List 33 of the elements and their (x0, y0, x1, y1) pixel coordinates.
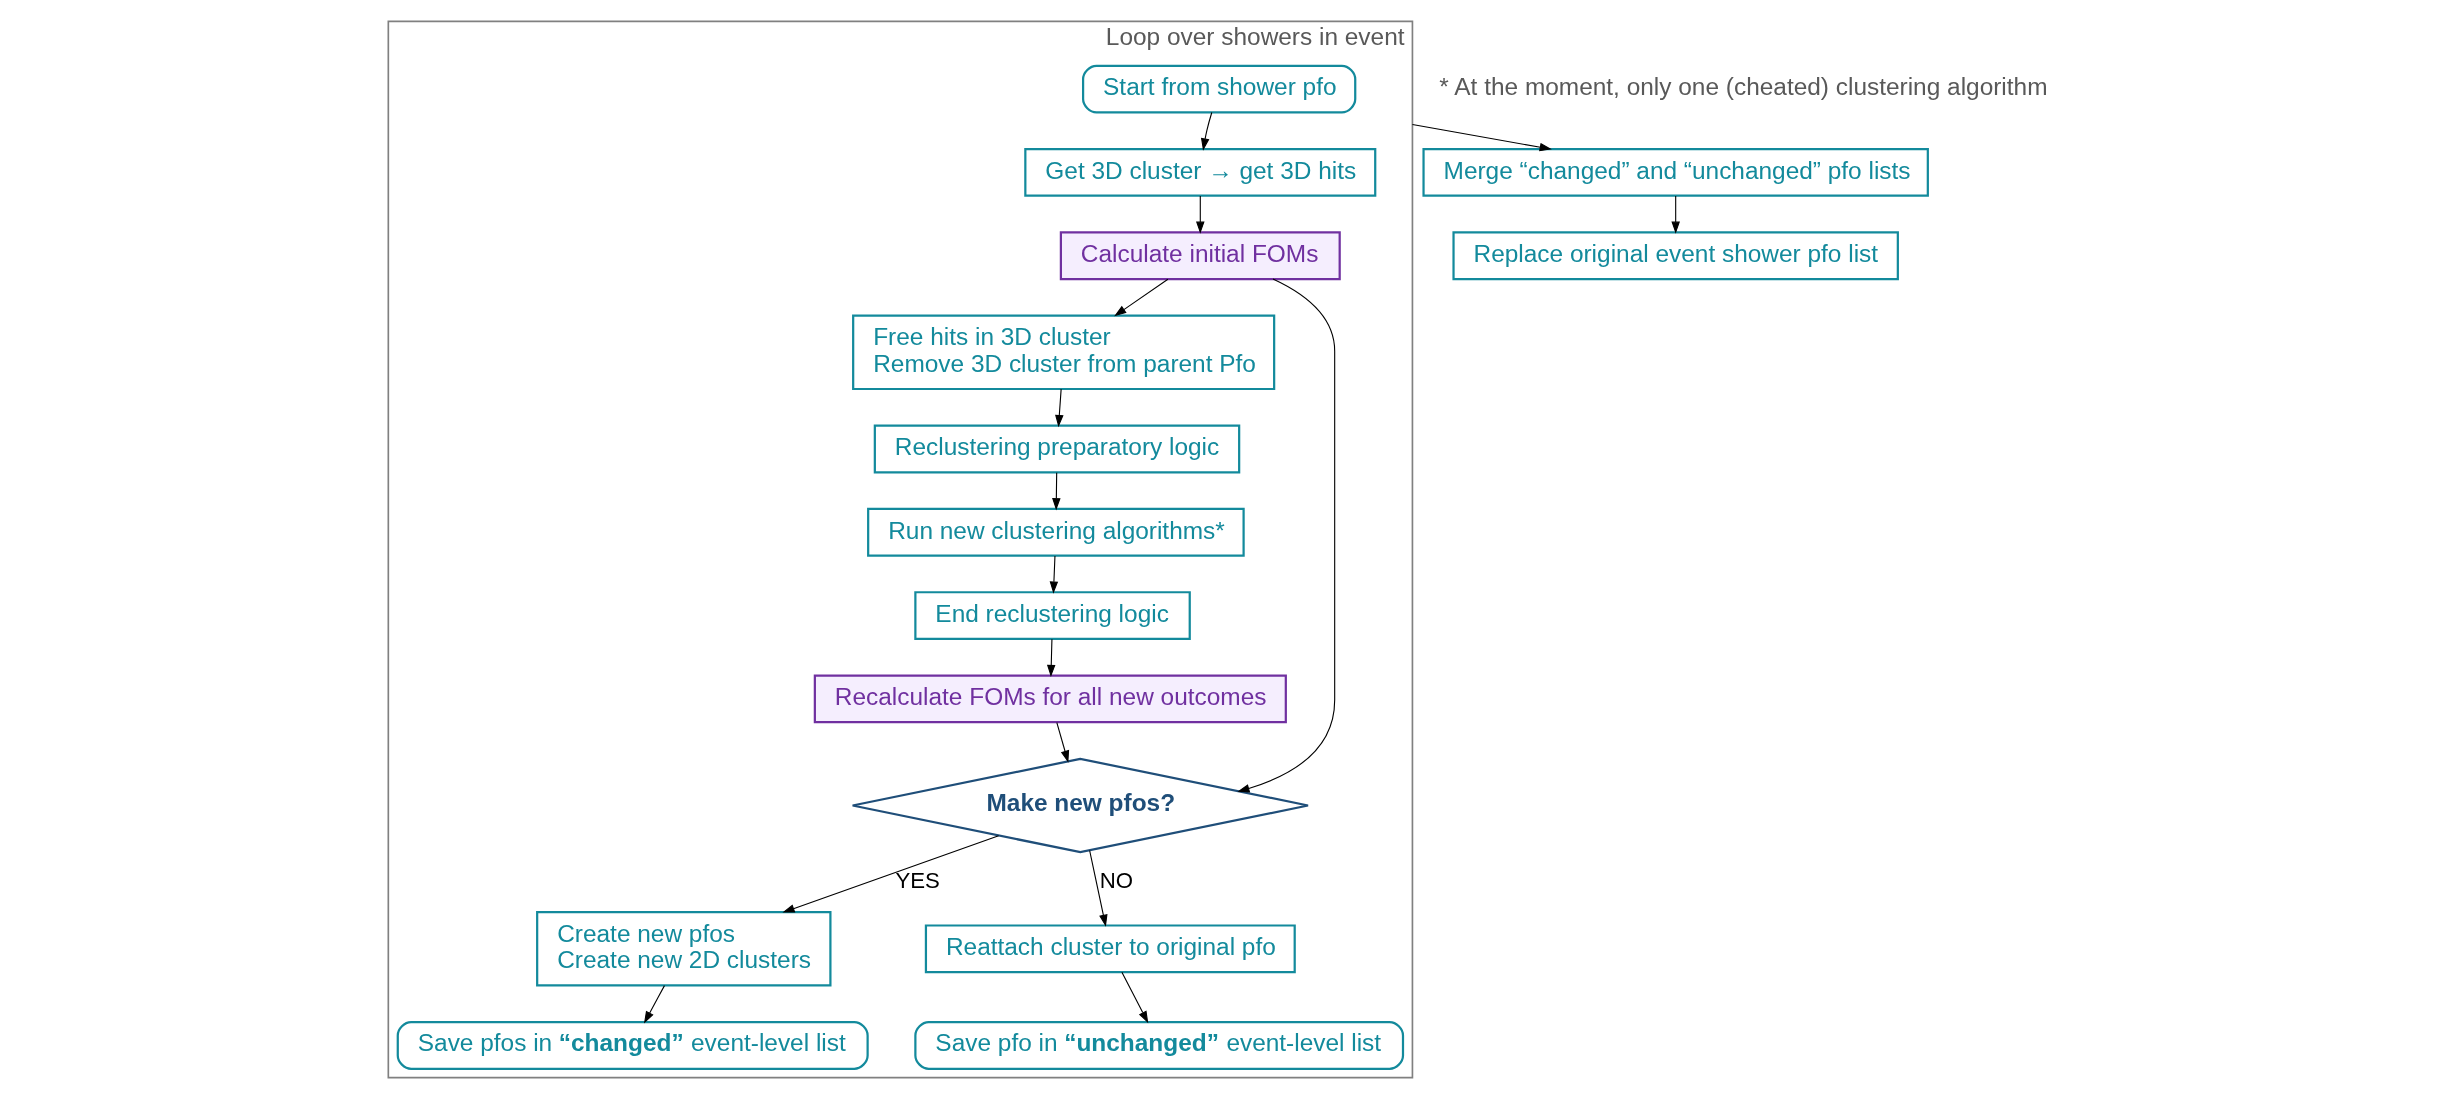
node-box: Replace original event shower pfo list (1452, 231, 1899, 281)
arrow (1121, 971, 1149, 1024)
node-box: Create new pfos Create new 2D clusters (536, 911, 832, 987)
node-box: Recalculate FOMs for all new outcomes (813, 674, 1287, 724)
node-box: Free hits in 3D cluster Remove 3D cluster from parent Pfo (852, 314, 1276, 391)
node-box: Reattach cluster to original pfo (924, 924, 1296, 974)
arrow (1056, 722, 1070, 763)
arrow (1237, 278, 1336, 793)
arrow (644, 985, 666, 1024)
node-box: Calculate initial FOMs (1059, 231, 1341, 281)
label: * At the moment, only one (cheated) clustering algorithm (1439, 73, 2048, 101)
edge-label: NO (1099, 867, 1134, 893)
node-diamond: Make new pfos? (851, 757, 1310, 854)
arrow (1196, 195, 1205, 234)
arrow (1671, 195, 1680, 234)
arrow (1055, 388, 1064, 428)
edge-label: YES (895, 867, 940, 893)
arrow (1049, 555, 1059, 594)
arrow (782, 835, 1000, 913)
node-box: Merge “changed” and “unchanged” pfo lists (1422, 147, 1929, 197)
node-box: Run new clustering algorithms* (867, 507, 1245, 557)
arrow (1411, 123, 1552, 152)
arrow (1052, 472, 1061, 511)
arrow (1114, 278, 1169, 317)
node-box: Reclustering preparatory logic (873, 424, 1241, 474)
node-box: Save pfos in “changed” event-level list (396, 1021, 869, 1070)
node-box: Get 3D cluster → get 3D hits (1024, 147, 1377, 197)
arrow (1200, 111, 1213, 151)
arrow (1089, 849, 1108, 927)
arrow (1046, 638, 1056, 677)
node-box: Save pfo in “unchanged” event-level list (914, 1021, 1405, 1070)
node-box: End reclustering logic (914, 591, 1191, 641)
node-box: Start from shower pfo (1082, 64, 1357, 114)
